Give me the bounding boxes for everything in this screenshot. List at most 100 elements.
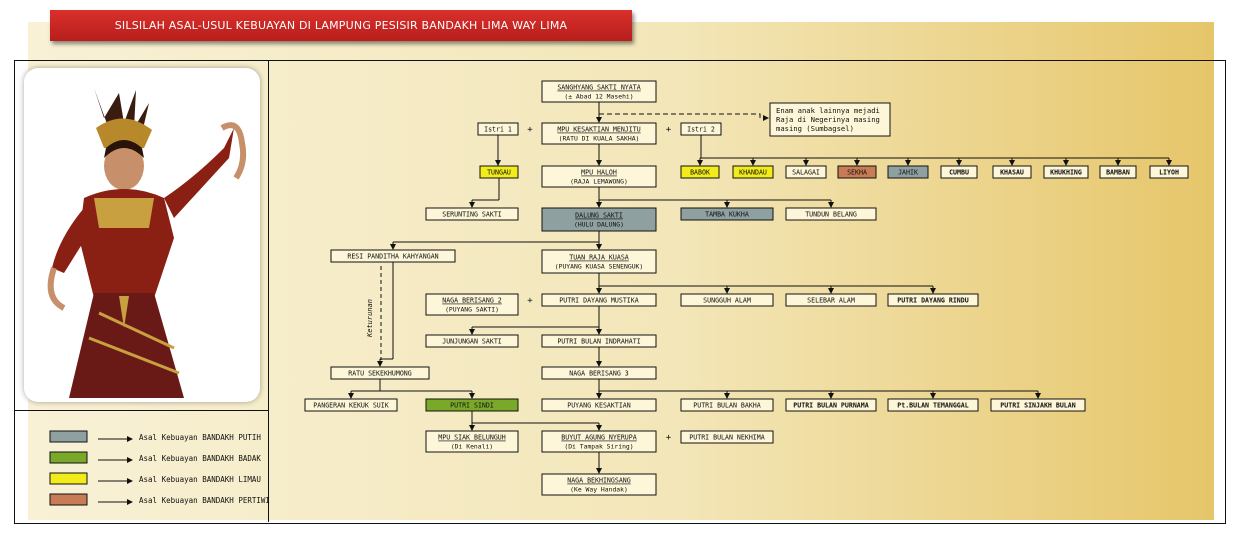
person-name: NAGA BERISANG 3 (569, 370, 629, 378)
person-liyoh: LIYOH (1149, 165, 1189, 179)
person-name: SUNGGUH ALAM (703, 297, 751, 305)
person-name: PUYANG KESAKTIAN (567, 402, 631, 410)
legend-item: Asal Kebuayan BANDAKH PUTIH (49, 430, 261, 443)
person-cumbu: CUMBU (940, 165, 978, 179)
person-box (541, 473, 657, 496)
person-name: (HULU DALUNG) (574, 221, 624, 229)
person-siak: MPU SIAK BELUNGUH(Di Kenali) (425, 430, 519, 453)
legend-label: Asal Kebuayan BANDAKH PUTIH (139, 433, 261, 442)
person-box (680, 165, 720, 179)
person-name: Pt.BULAN TEMANGGAL (897, 402, 968, 410)
person-name: MPU KESAKTIAN MENJITU (557, 126, 640, 134)
person-khukhing: KHUKHING (1043, 165, 1089, 179)
person-name: (Di Kenali) (451, 443, 493, 451)
person-name: (RATU DI KUALA SAKHA) (559, 135, 640, 143)
spouse-plus: + (666, 125, 672, 135)
person-name: PUTRI SINDI (450, 402, 494, 410)
person-box (477, 122, 519, 136)
legend-swatch (49, 430, 88, 443)
person-sinjakh: PUTRI SINJAKH BULAN (990, 398, 1086, 412)
person-purnama: PUTRI BULAN PURNAMA (785, 398, 877, 412)
person-box (785, 165, 827, 179)
person-box (479, 165, 519, 179)
person-box (425, 398, 519, 412)
person-box (541, 398, 657, 412)
person-tungau: TUNGAU (479, 165, 519, 179)
person-seruntung: SERUNTING SAKTI (425, 207, 519, 221)
person-name: BAMBAN (1106, 169, 1130, 177)
legend-label: Asal Kebuayan BANDAKH LIMAU (139, 475, 261, 484)
person-name: (Ke Way Handak) (570, 486, 628, 494)
person-box (425, 430, 519, 453)
person-box (541, 80, 657, 103)
person-name: KHUKHING (1050, 169, 1082, 177)
person-name: SERUNTING SAKTI (442, 211, 502, 219)
person-istri1: Istri 1 (477, 122, 519, 136)
person-name: masing (Sumbagsel) (776, 124, 854, 133)
legend-item: Asal Kebuayan BANDAKH BADAK (49, 451, 261, 464)
person-box (541, 430, 657, 453)
person-name: LIYOH (1159, 169, 1179, 177)
person-box (990, 398, 1086, 412)
person-name: KHASAU (1000, 169, 1024, 177)
person-selebar: SELEBAR ALAM (785, 293, 877, 307)
person-sanghyang: SANGHYANG SAKTI NYATA(± Abad 12 Masehi) (541, 80, 657, 103)
person-istri2: Istri 2 (680, 122, 722, 136)
spouse-plus: + (527, 125, 533, 135)
person-sungguh: SUNGGUH ALAM (680, 293, 774, 307)
person-name: Istri 1 (484, 126, 512, 134)
legend-swatch (49, 451, 88, 464)
person-box (769, 102, 891, 137)
person-temanggal: Pt.BULAN TEMANGGAL (887, 398, 979, 412)
person-name: RESI PANDITHA KAHYANGAN (347, 253, 438, 261)
person-nekhima: PUTRI BULAN NEKHIMA (680, 430, 774, 444)
person-pangeran: PANGERAN KEKUK SUIK (304, 398, 398, 412)
person-box (680, 293, 774, 307)
person-haloh: MPU HALOH(RAJA LEMAWONG) (541, 165, 657, 188)
keturunan-label: Keturunan (366, 299, 374, 338)
person-name: JAHIK (898, 169, 918, 177)
person-name: PUTRI BULAN NEKHIMA (689, 434, 764, 442)
person-dalung: DALUNG SAKTI(HULU DALUNG) (541, 207, 657, 232)
person-box (425, 293, 519, 316)
person-name: PUTRI DAYANG MUSTIKA (559, 297, 638, 305)
left-column-divider (268, 60, 269, 522)
person-mpu: MPU KESAKTIAN MENJITU(RATU DI KUALA SAKH… (541, 122, 657, 145)
person-ratu: RATU SEKEKHUMONG (330, 366, 430, 380)
person-box (541, 293, 657, 307)
person-box (304, 398, 398, 412)
person-name: PUTRI BULAN PURNAMA (793, 402, 868, 410)
person-box (330, 366, 430, 380)
legend-swatch (49, 472, 88, 485)
person-box (785, 293, 877, 307)
person-name: (PUYANG SAKTI) (445, 306, 499, 314)
person-box (425, 334, 519, 348)
person-name: NAGA BEKHINGSANG (567, 477, 631, 485)
person-name: PUTRI BULAN INDRAHATI (557, 338, 640, 346)
person-resi: RESI PANDITHA KAHYANGAN (330, 249, 456, 263)
person-box (680, 122, 722, 136)
person-box (541, 334, 657, 348)
person-box (541, 165, 657, 188)
person-indrahati: PUTRI BULAN INDRAHATI (541, 334, 657, 348)
person-kesaktian: PUYANG KESAKTIAN (541, 398, 657, 412)
person-name: (Di Tampak Siring) (564, 443, 633, 451)
person-name: SALAGAI (792, 169, 820, 177)
person-name: MPU HALOH (581, 169, 617, 177)
person-name: RATU SEKEKHUMONG (348, 370, 412, 378)
person-name: BABOK (690, 169, 710, 177)
person-name: (± Abad 12 Masehi) (564, 93, 633, 101)
person-name: JUNJUNGAN SAKTI (442, 338, 502, 346)
person-rindu: PUTRI DAYANG RINDU (887, 293, 979, 307)
person-name: CUMBU (949, 169, 969, 177)
person-box (541, 207, 657, 232)
person-box (1043, 165, 1089, 179)
dancer-photo (24, 68, 260, 402)
person-khasau: KHASAU (992, 165, 1032, 179)
person-box (680, 207, 774, 221)
person-name: TUNGAU (487, 169, 511, 177)
dashed-edge (599, 113, 769, 121)
person-naga2: NAGA BERISANG 2(PUYANG SAKTI) (425, 293, 519, 316)
person-name: SANGHYANG SAKTI NYATA (557, 84, 640, 92)
